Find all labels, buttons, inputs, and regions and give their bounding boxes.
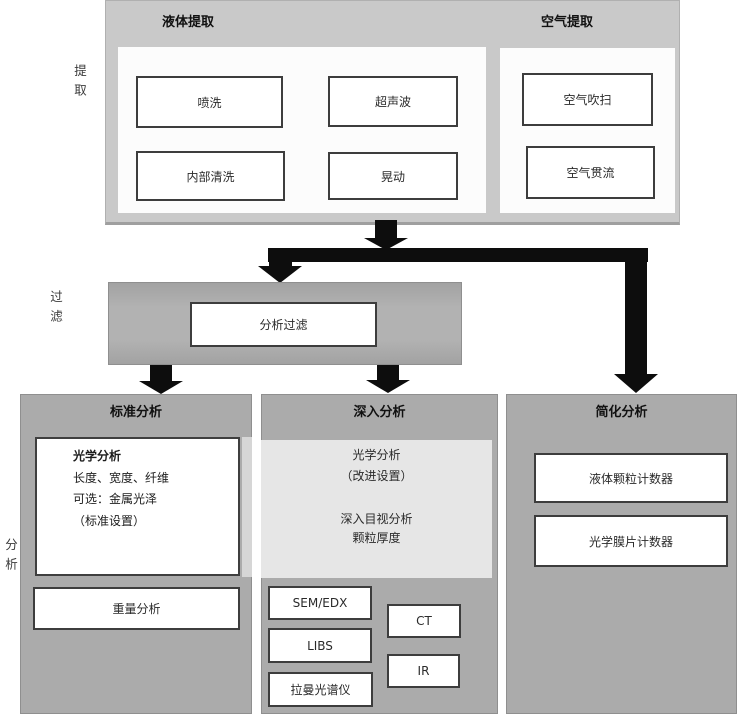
- simplified-analysis-title: 简化分析: [595, 405, 648, 420]
- arrow-filter-to-deep-head-icon: [366, 380, 410, 393]
- arrow-horizontal-bar: [268, 248, 648, 262]
- deep-visual-line: 深入目视分析: [340, 512, 413, 526]
- deep-visual-line: 颗粒厚度: [352, 531, 401, 545]
- air-extraction-title: 空气提取: [540, 15, 593, 30]
- deep-analysis-title: 深入分析: [353, 405, 406, 420]
- arrow-to-filter-head-icon: [258, 266, 302, 283]
- arrow-extraction-down-shaft: [375, 220, 397, 238]
- instrument-box-raman: 拉曼光谱仪: [268, 672, 373, 707]
- optical-membrane-counter-box: 光学膜片计数器: [534, 515, 728, 567]
- analysis-filter-box: 分析过滤: [190, 302, 377, 347]
- optical-analysis-line: 长度、宽度、纤维: [73, 470, 170, 485]
- method-box-internal-rinse: 内部清洗: [136, 151, 285, 201]
- instrument-box-sem-edx: SEM/EDX: [268, 586, 372, 620]
- method-box-spray-wash: 喷洗: [136, 76, 283, 128]
- deep-optical-text: 光学分析 （改进设置）: [261, 445, 492, 487]
- instrument-box-ir: IR: [387, 654, 460, 688]
- deep-optical-line: 光学分析: [352, 448, 401, 462]
- method-box-ultrasonic: 超声波: [328, 76, 458, 127]
- optical-analysis-line: 可选：金属光泽: [73, 492, 158, 506]
- instrument-box-libs: LIBS: [268, 628, 372, 663]
- arrow-filter-to-standard-head-icon: [139, 381, 183, 394]
- method-box-air-purge: 空气吹扫: [522, 73, 653, 126]
- arrow-extraction-down-head-icon: [364, 238, 408, 250]
- deep-visual-text: 深入目视分析 颗粒厚度: [261, 510, 492, 548]
- liquid-particle-counter-box: 液体颗粒计数器: [534, 453, 728, 503]
- liquid-extraction-title: 液体提取: [161, 15, 214, 30]
- optical-analysis-heading: 光学分析: [73, 449, 122, 463]
- deep-optical-line: （改进设置）: [340, 469, 413, 483]
- stage-label-analysis: 分析: [3, 538, 18, 577]
- arrow-filter-to-standard-shaft: [150, 365, 172, 381]
- standard-analysis-title: 标准分析: [109, 405, 162, 420]
- arrow-filter-to-deep-shaft: [377, 365, 399, 380]
- arrow-to-simplified-head-icon: [614, 374, 658, 393]
- stage-label-extraction: 提取: [72, 64, 87, 103]
- standard-panel-light-strip: [242, 437, 252, 577]
- optical-analysis-box: 光学分析 长度、宽度、纤维 可选：金属光泽 （标准设置）: [35, 437, 240, 576]
- method-box-air-throughflow: 空气贯流: [526, 146, 655, 199]
- deep-analysis-light-panel: [261, 440, 492, 578]
- method-box-agitation: 晃动: [328, 152, 458, 200]
- stage-label-filtration: 过滤: [48, 290, 63, 329]
- instrument-box-ct: CT: [387, 604, 461, 638]
- optical-analysis-line: （标准设置）: [73, 513, 146, 528]
- arrow-to-simplified-shaft: [625, 261, 647, 374]
- gravimetric-analysis-box: 重量分析: [33, 587, 240, 630]
- arrow-to-filter-shaft: [269, 261, 292, 266]
